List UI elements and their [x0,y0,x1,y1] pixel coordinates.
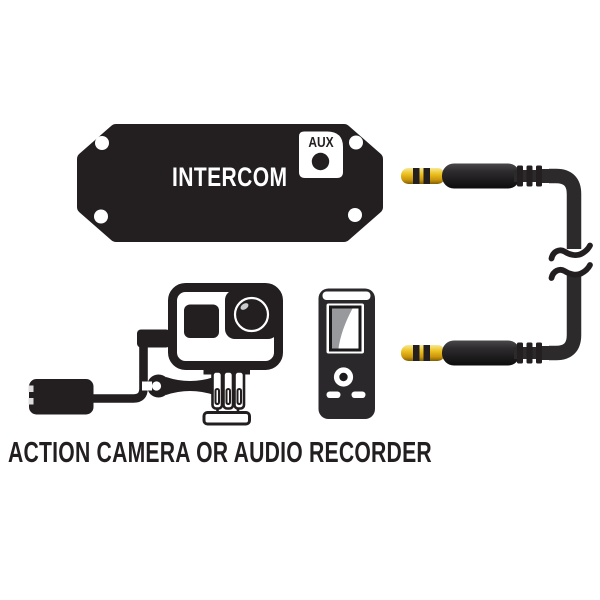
adapter-contact-mark [28,385,34,392]
mount-thumbscrew-shaft [166,377,214,395]
cable-top-segment [549,168,582,249]
prong-slot [225,388,231,405]
screw-hole-bottom-right [348,208,362,222]
audio-jack-bottom-icon [401,340,555,366]
adapter-and-cable [28,329,170,415]
camera-screen [184,304,219,338]
camera-lens-housing [225,290,278,339]
caption-text: ACTION CAMERA OR AUDIO RECORDER [8,437,432,469]
cable-break-icon [548,262,593,281]
action-camera-icon [142,283,283,426]
aux-socket-icon [311,152,330,171]
lens-highlight [240,303,249,310]
record-button-dot [339,372,348,382]
prong-slot [214,388,220,405]
cable-bottom-segment [549,275,582,361]
screw-hole-bottom-left [94,209,108,224]
thumbscrew-knob-hole [151,381,162,391]
intercom-label: INTERCOM [172,162,288,192]
camera-lens-ring [233,296,270,333]
aux-port-label: AUX [308,134,334,151]
adapter-contact-mark [28,398,34,405]
mount-base-plate [202,411,251,426]
recorder-top-band [322,291,371,300]
thumbscrew-knob-opening [142,381,152,391]
cable-connector-block [137,329,170,348]
recorder-button-right [351,391,366,398]
audio-jack-top-icon [401,163,555,189]
audio-recorder-icon [318,288,375,419]
adapter-box-icon [29,379,94,415]
camera-cable [91,346,148,403]
aux-cable [401,163,593,366]
screw-hole-top-left [95,136,109,150]
prong-slot [236,388,242,405]
intercom-device [77,124,383,242]
screen-glare [332,308,353,349]
screw-hole-top-right [349,135,363,150]
cable-break-icon [548,242,593,262]
recorder-button-left [326,391,341,398]
